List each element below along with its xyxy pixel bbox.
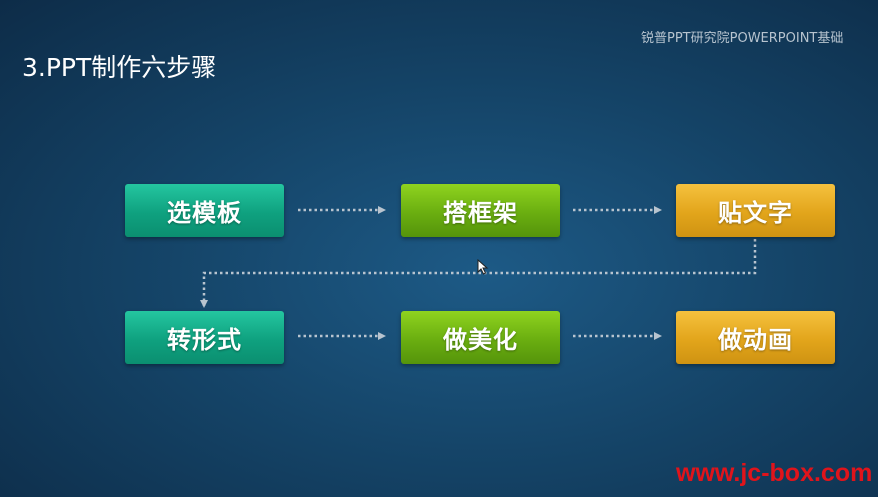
- step-build-framework[interactable]: 搭框架: [401, 184, 560, 237]
- step-animate[interactable]: 做动画: [676, 311, 835, 364]
- watermark-text: 锐普PPT研究院POWERPOINT基础: [641, 31, 844, 46]
- slide-title: 3.PPT制作六步骤: [22, 53, 217, 82]
- step-paste-text[interactable]: 贴文字: [676, 184, 835, 237]
- site-url-link[interactable]: www.jc-box.com: [676, 459, 873, 487]
- step-beautify[interactable]: 做美化: [401, 311, 560, 364]
- step-select-template[interactable]: 选模板: [125, 184, 284, 237]
- step-convert-form[interactable]: 转形式: [125, 311, 284, 364]
- arrow-step3-to-step4: [200, 239, 757, 308]
- mouse-cursor-icon: [477, 259, 489, 275]
